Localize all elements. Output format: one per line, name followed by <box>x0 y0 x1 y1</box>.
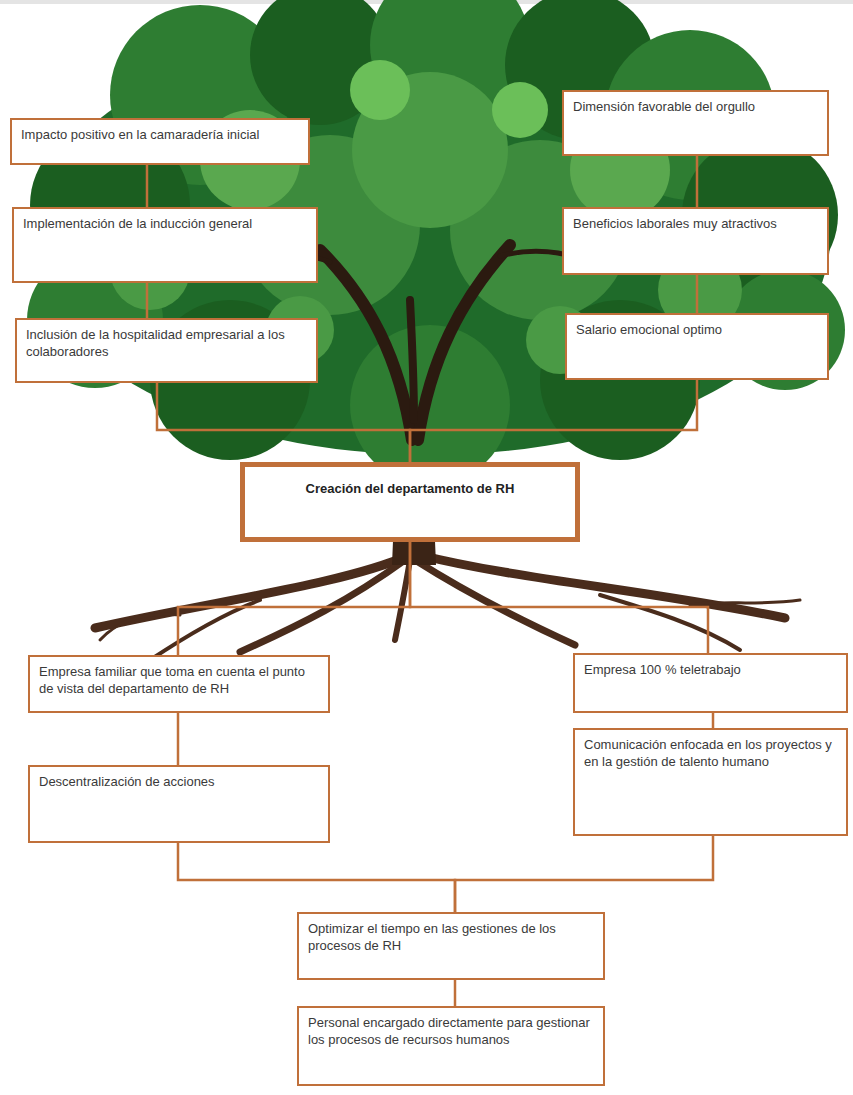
box-label: Optimizar el tiempo en las gestiones de … <box>308 921 594 955</box>
connector-line <box>696 275 699 313</box>
box-label: Creación del departamento de RH <box>254 481 566 498</box>
process-box: Dimensión favorable del orgullo <box>562 90 829 156</box>
connector-line <box>410 542 708 653</box>
root <box>395 560 410 640</box>
branch <box>418 245 510 440</box>
connector-line <box>712 713 715 728</box>
process-box: Optimizar el tiempo en las gestiones de … <box>297 912 605 980</box>
root <box>100 614 180 640</box>
connector-line <box>177 713 180 765</box>
process-box: Descentralización de acciones <box>28 765 330 843</box>
box-label: Empresa 100 % teletrabajo <box>584 662 837 679</box>
connector-line <box>696 156 699 207</box>
connector-line <box>454 980 457 1006</box>
connector-line <box>410 380 697 462</box>
process-box: Impacto positivo en la camaradería inici… <box>10 118 310 165</box>
root <box>690 600 800 605</box>
root <box>150 600 260 660</box>
process-box: Comunicación enfocada en los proyectos y… <box>573 728 848 836</box>
connector-line <box>157 383 410 462</box>
box-label: Descentralización de acciones <box>39 774 319 791</box>
box-label: Beneficios laborales muy atractivos <box>573 216 818 233</box>
box-label: Comunicación enfocada en los proyectos y… <box>584 737 837 771</box>
box-label: Inclusión de la hospitalidad empresarial… <box>26 327 307 361</box>
connector-line <box>178 542 410 655</box>
box-label: Salario emocional optimo <box>576 322 818 339</box>
process-box: Personal encargado directamente para ges… <box>297 1006 605 1086</box>
branch <box>320 250 412 440</box>
box-label: Empresa familiar que toma en cuenta el p… <box>39 664 319 698</box>
connector-line <box>178 843 455 912</box>
process-box: Salario emocional optimo <box>565 313 829 380</box>
foliage <box>350 60 410 120</box>
central-box: Creación del departamento de RH <box>240 462 580 542</box>
box-label: Implementación de la inducción general <box>23 216 307 233</box>
foliage <box>492 82 548 138</box>
root <box>420 555 785 618</box>
process-box: Empresa familiar que toma en cuenta el p… <box>28 655 330 713</box>
process-box: Inclusión de la hospitalidad empresarial… <box>15 318 318 383</box>
connector-line <box>146 165 149 207</box>
box-label: Dimensión favorable del orgullo <box>573 99 818 116</box>
box-label: Impacto positivo en la camaradería inici… <box>21 127 299 144</box>
box-label: Personal encargado directamente para ges… <box>308 1015 594 1049</box>
process-box: Empresa 100 % teletrabajo <box>573 653 848 713</box>
branch <box>410 300 414 420</box>
process-box: Beneficios laborales muy atractivos <box>562 207 829 275</box>
connector-line <box>455 836 713 912</box>
process-box: Implementación de la inducción general <box>12 207 318 283</box>
connector-line <box>146 283 149 318</box>
